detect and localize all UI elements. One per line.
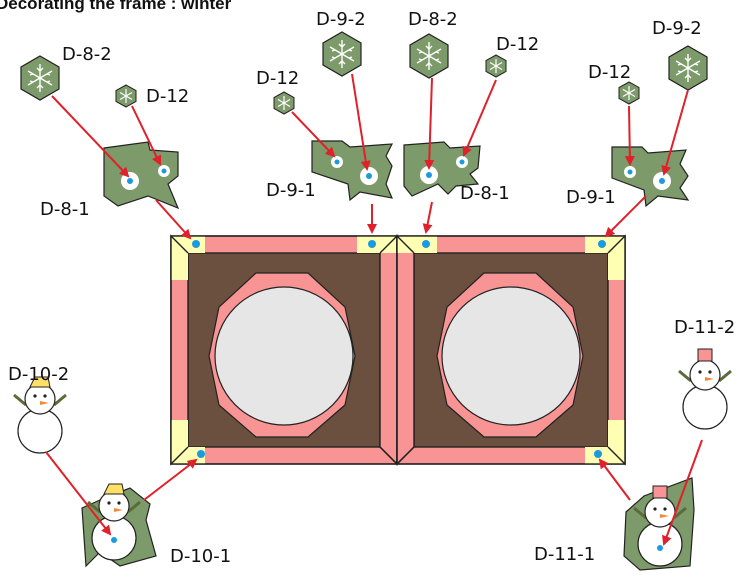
attach-dot [422,240,430,248]
decoration-piece-d10-1 [81,483,157,568]
label-d9-2: D-9-2 [652,18,702,39]
label-d12: D-12 [496,34,539,55]
snowflake-large-icon [20,55,60,101]
arrow [45,451,112,536]
placement-arrows [45,73,703,546]
snowflake-large-icon [668,45,708,91]
frame-attach-dots [192,240,606,458]
snowflake-large-icon [322,31,362,77]
arrow [351,73,371,171]
arrow [51,95,130,178]
frame-right [396,234,626,466]
label-d9-2: D-9-2 [316,9,366,30]
arrow [661,89,689,176]
decoration-piece-d9-1-right [611,146,690,208]
snowflake-small-icon [618,81,640,105]
decoration-piece-d11-1 [623,477,695,571]
attach-dot [197,450,205,458]
label-d12: D-12 [256,68,299,89]
arrow [155,199,192,240]
snowflake-large-icon [409,33,449,79]
snowman-icon-d11-2 [677,348,733,431]
snowflake-small-icon [485,54,507,78]
label-d10-2: D-10-2 [8,364,69,385]
arrow [598,458,631,501]
snowman-icon-d10-2 [12,376,68,455]
label-d8-2: D-8-2 [408,9,458,30]
decoration-piece-d8-1 [103,141,180,210]
frame-left [170,234,398,466]
label-d11-1: D-11-1 [534,544,595,565]
label-d10-1: D-10-1 [170,546,231,567]
label-d12: D-12 [146,86,189,107]
arrow [131,105,162,166]
label-d11-2: D-11-2 [674,317,735,338]
attach-dot [192,240,200,248]
attach-dot [598,240,606,248]
attach-dot [594,450,602,458]
arrow [422,201,433,234]
snowflake-small-icon [115,84,137,108]
label-d12: D-12 [588,62,631,83]
arrow [624,105,635,166]
decoration-piece-d9-1 [311,140,394,202]
arrow [291,111,336,158]
snowflake-small-icon [273,91,295,115]
arrow [604,195,647,238]
arrow [143,458,198,501]
decoration-piece-d8-1-mid [403,141,481,197]
page-title: Decorating the frame : winter [0,0,232,13]
arrow [662,439,703,546]
label-d8-2: D-8-2 [62,44,112,65]
label-d8-1: D-8-1 [40,199,90,220]
attach-dot [368,240,376,248]
label-d9-1: D-9-1 [566,187,616,208]
label-d9-1: D-9-1 [266,180,316,201]
label-d8-1: D-8-1 [460,183,510,204]
arrow [462,79,497,157]
arrow [424,77,435,170]
